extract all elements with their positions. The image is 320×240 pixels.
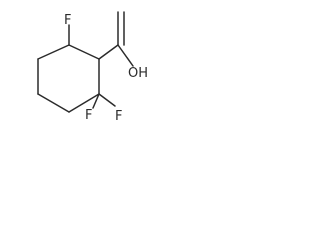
ring-bond-3 bbox=[37, 93, 70, 113]
ring-bond-4 bbox=[68, 93, 100, 113]
ring-bond-1 bbox=[37, 44, 70, 60]
bond-c2-f-right bbox=[98, 93, 116, 107]
atom-label-f-bottom-right: F bbox=[115, 109, 122, 124]
bond-c1-carboxyl bbox=[98, 44, 119, 60]
atom-label-oh: OH bbox=[128, 66, 148, 81]
atom-label-f-top: F bbox=[64, 13, 71, 28]
bond-carboxyl-hydroxyl bbox=[117, 44, 134, 67]
bond-c2-f-left bbox=[92, 93, 100, 109]
atom-label-f-bottom-left: F bbox=[85, 108, 92, 123]
ring-bond-6 bbox=[68, 44, 100, 60]
structure-canvas: F OH F F bbox=[0, 0, 160, 152]
chemical-structure: F OH F F bbox=[37, 11, 148, 124]
